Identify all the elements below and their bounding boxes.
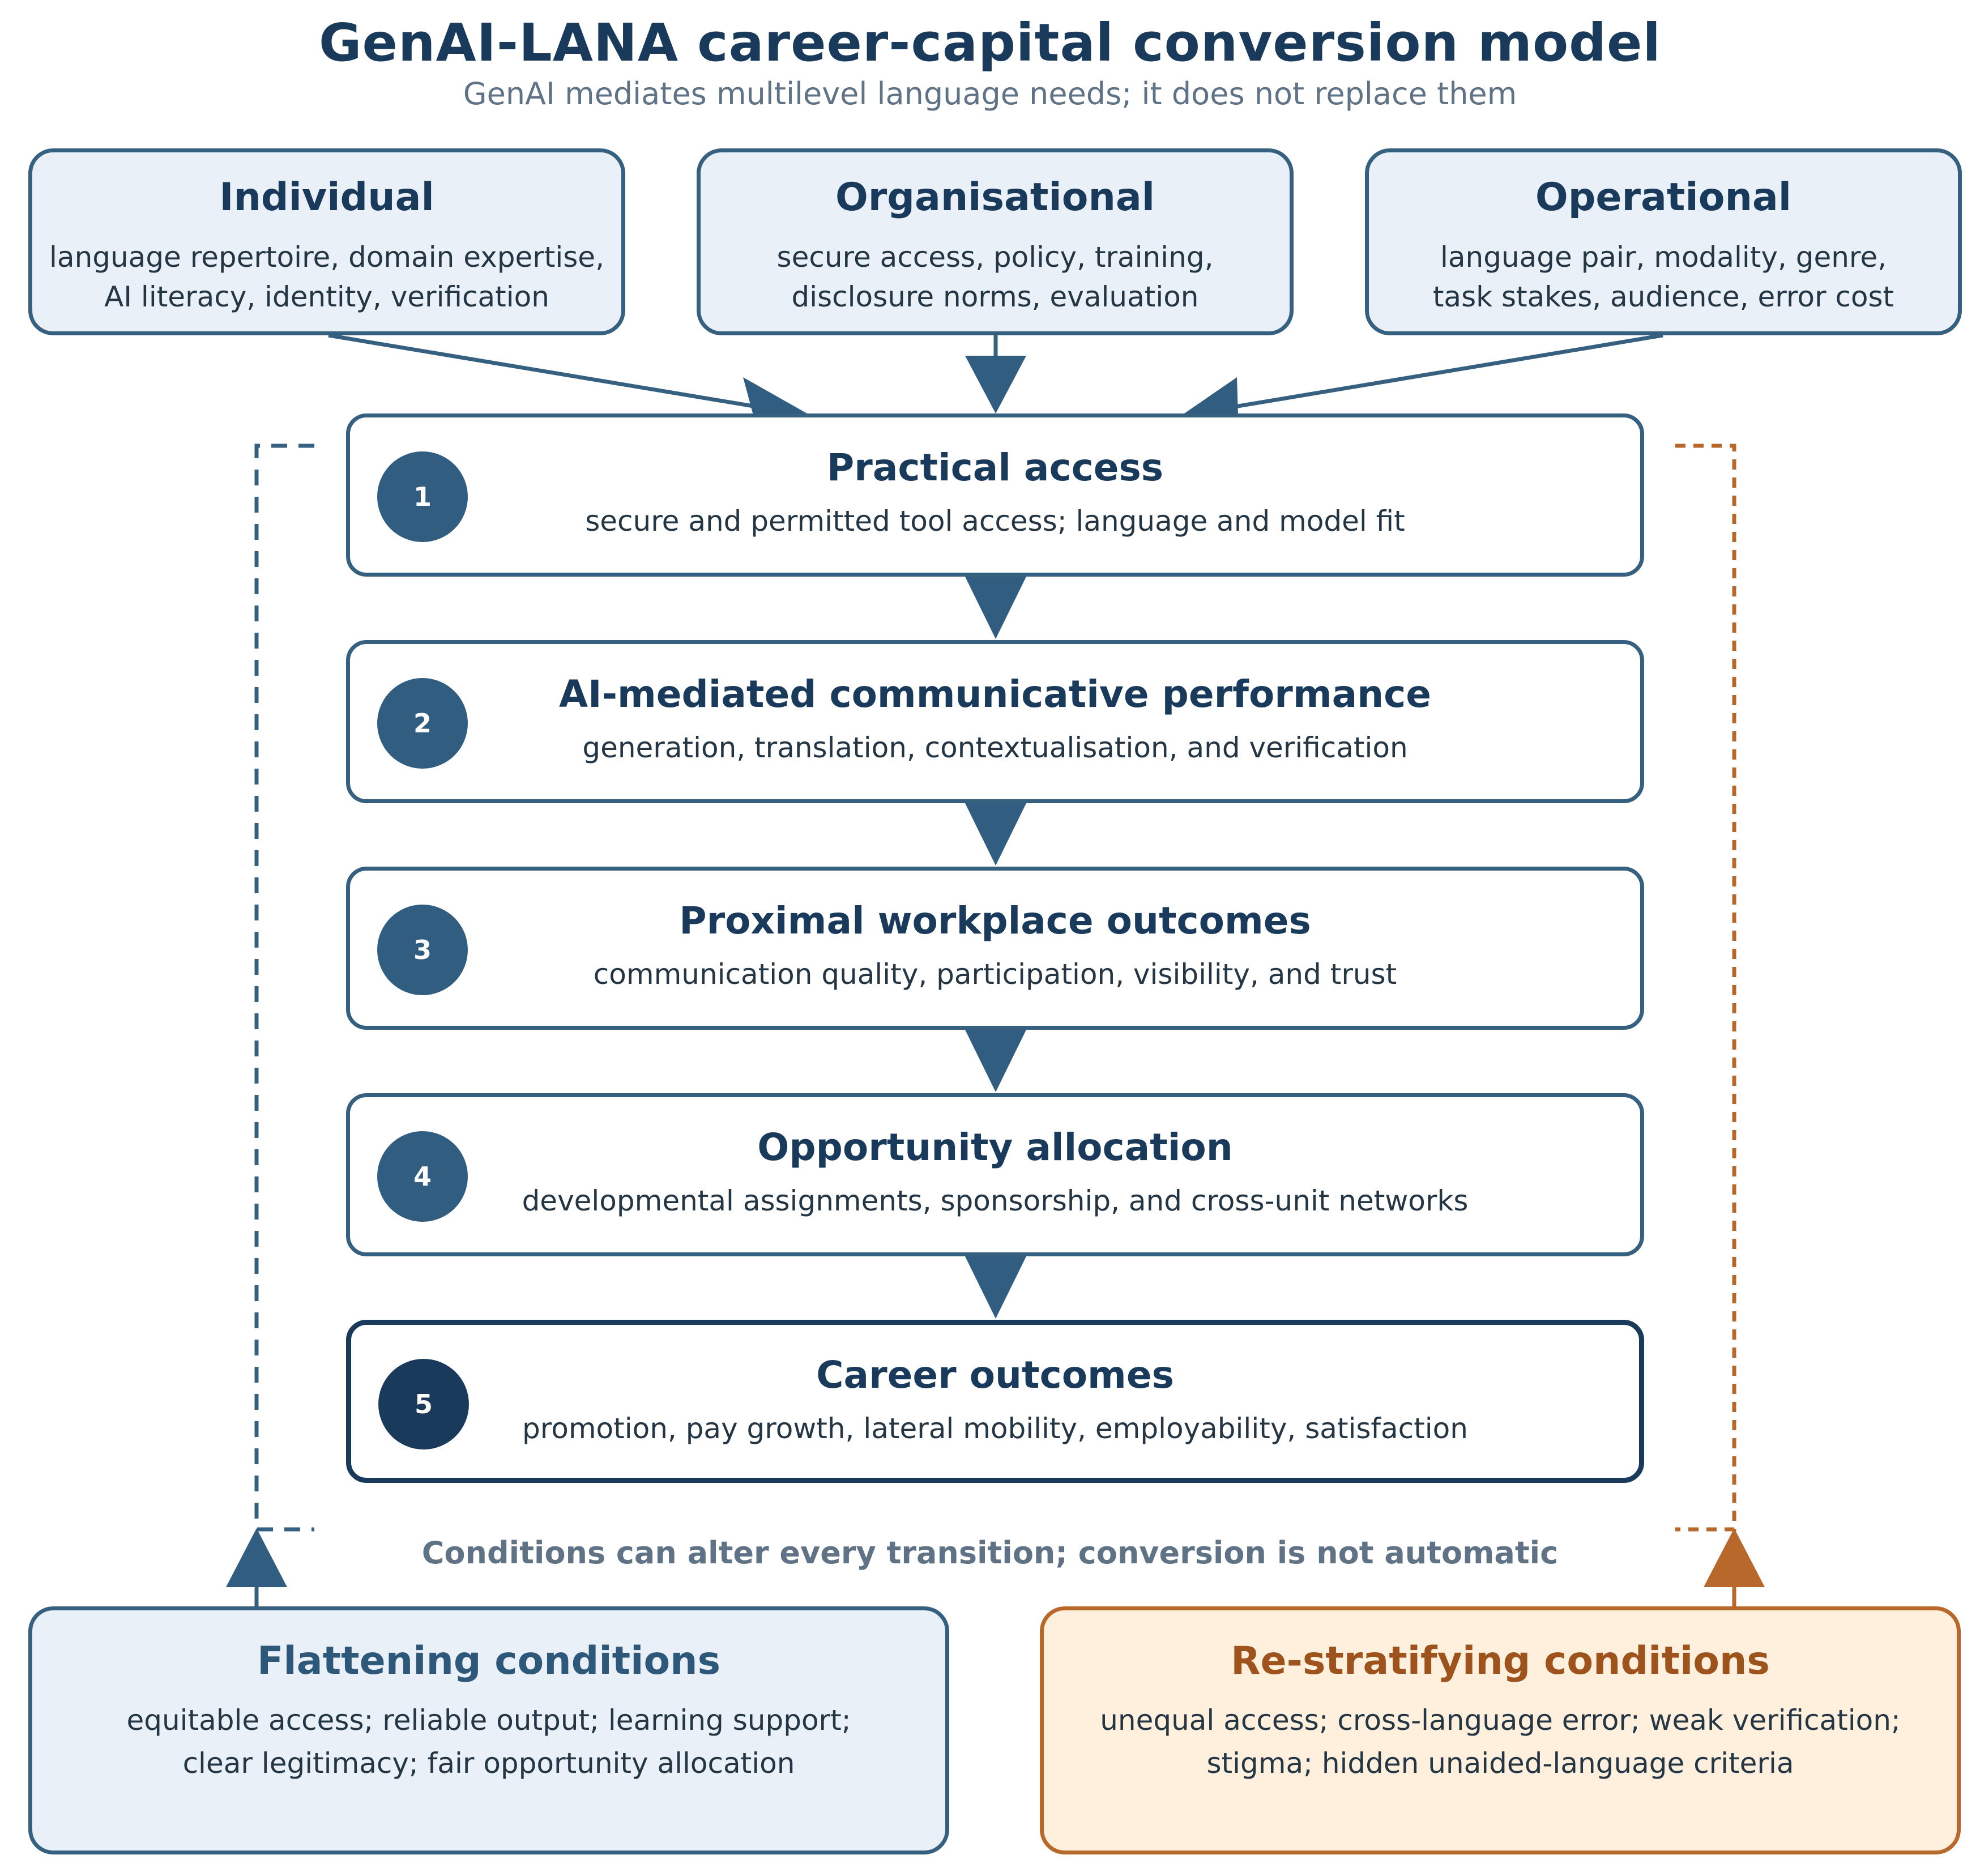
stage-text: secure and permitted tool access; langua… xyxy=(585,505,1405,538)
stage-box-opportunity-allocation: 4 Opportunity allocation developmental a… xyxy=(346,1093,1644,1256)
individual-arrowhead xyxy=(743,377,807,415)
condition-line: equitable access; reliable output; learn… xyxy=(126,1704,851,1737)
stage-text: generation, translation, contextualisati… xyxy=(582,731,1408,764)
level-line: secure access, policy, training, xyxy=(776,241,1214,274)
level-text: language repertoire, domain expertise, A… xyxy=(32,237,621,317)
stage-heading: Career outcomes xyxy=(816,1353,1174,1397)
level-box-individual: Individual language repertoire, domain e… xyxy=(28,148,625,335)
restratifying-feedback-line xyxy=(1675,444,1736,1532)
level-line: disclosure norms, evaluation xyxy=(791,280,1199,313)
restratifying-conditions-box: Re-stratifying conditions unequal access… xyxy=(1040,1606,1961,1854)
page-title: GenAI-LANA career-capital conversion mod… xyxy=(319,12,1661,73)
stage-box-communicative-performance: 2 AI-mediated communicative performance … xyxy=(346,640,1644,803)
restratifying-text: unequal access; cross-language error; we… xyxy=(1044,1699,1957,1785)
stage-number-badge: 1 xyxy=(377,451,468,542)
stage-box-practical-access: 1 Practical access secure and permitted … xyxy=(346,413,1644,577)
stage-text: communication quality, participation, vi… xyxy=(593,958,1397,991)
stage-arrow-4-5 xyxy=(965,1256,1026,1319)
level-heading: Organisational xyxy=(835,175,1155,220)
level-line: task stakes, audience, error cost xyxy=(1432,280,1894,313)
stage-number-badge: 2 xyxy=(377,678,468,769)
stage-box-career-outcomes: 5 Career outcomes promotion, pay growth,… xyxy=(346,1320,1644,1483)
flattening-heading: Flattening conditions xyxy=(257,1639,721,1683)
level-box-operational: Operational language pair, modality, gen… xyxy=(1365,148,1962,335)
level-heading: Individual xyxy=(219,175,434,220)
stage-arrow-2-3 xyxy=(965,803,1026,865)
restratifying-arrowhead xyxy=(1704,1528,1765,1587)
level-line: language repertoire, domain expertise, xyxy=(49,241,604,274)
flattening-conditions-box: Flattening conditions equitable access; … xyxy=(28,1606,949,1854)
stage-heading: Proximal workplace outcomes xyxy=(679,899,1311,943)
stage-number-badge: 4 xyxy=(377,1131,468,1222)
individual-connector xyxy=(328,333,771,411)
stage-text: promotion, pay growth, lateral mobility,… xyxy=(522,1412,1468,1445)
condition-line: clear legitimacy; fair opportunity alloc… xyxy=(182,1747,795,1780)
stage-text: developmental assignments, sponsorship, … xyxy=(522,1184,1469,1217)
level-text: language pair, modality, genre, task sta… xyxy=(1369,237,1958,317)
restratifying-heading: Re-stratifying conditions xyxy=(1231,1639,1770,1683)
stage-arrow-1-2 xyxy=(965,577,1026,639)
organisational-arrowhead xyxy=(965,356,1026,413)
level-text: secure access, policy, training, disclos… xyxy=(701,237,1290,317)
condition-line: stigma; hidden unaided-language criteria xyxy=(1206,1747,1794,1780)
level-line: AI literacy, identity, verification xyxy=(104,280,549,313)
stage-heading: Practical access xyxy=(826,446,1164,489)
level-line: language pair, modality, genre, xyxy=(1440,241,1887,274)
stage-heading: AI-mediated communicative performance xyxy=(558,672,1432,716)
stage-number-badge: 3 xyxy=(377,905,468,995)
stage-number-badge: 5 xyxy=(378,1359,469,1449)
flattening-arrowhead xyxy=(226,1528,287,1587)
stage-heading: Opportunity allocation xyxy=(757,1125,1233,1169)
operational-arrowhead xyxy=(1184,377,1238,415)
flattening-feedback-line xyxy=(254,444,314,1532)
page-subtitle: GenAI mediates multilevel language needs… xyxy=(463,76,1517,112)
operational-connector xyxy=(1221,333,1663,411)
conditions-note: Conditions can alter every transition; c… xyxy=(421,1535,1559,1571)
stage-arrow-3-4 xyxy=(965,1030,1026,1092)
level-box-organisational: Organisational secure access, policy, tr… xyxy=(697,148,1294,335)
flattening-text: equitable access; reliable output; learn… xyxy=(32,1699,945,1785)
level-heading: Operational xyxy=(1535,175,1792,220)
stage-box-proximal-outcomes: 3 Proximal workplace outcomes communicat… xyxy=(346,867,1644,1030)
condition-line: unequal access; cross-language error; we… xyxy=(1100,1704,1901,1737)
